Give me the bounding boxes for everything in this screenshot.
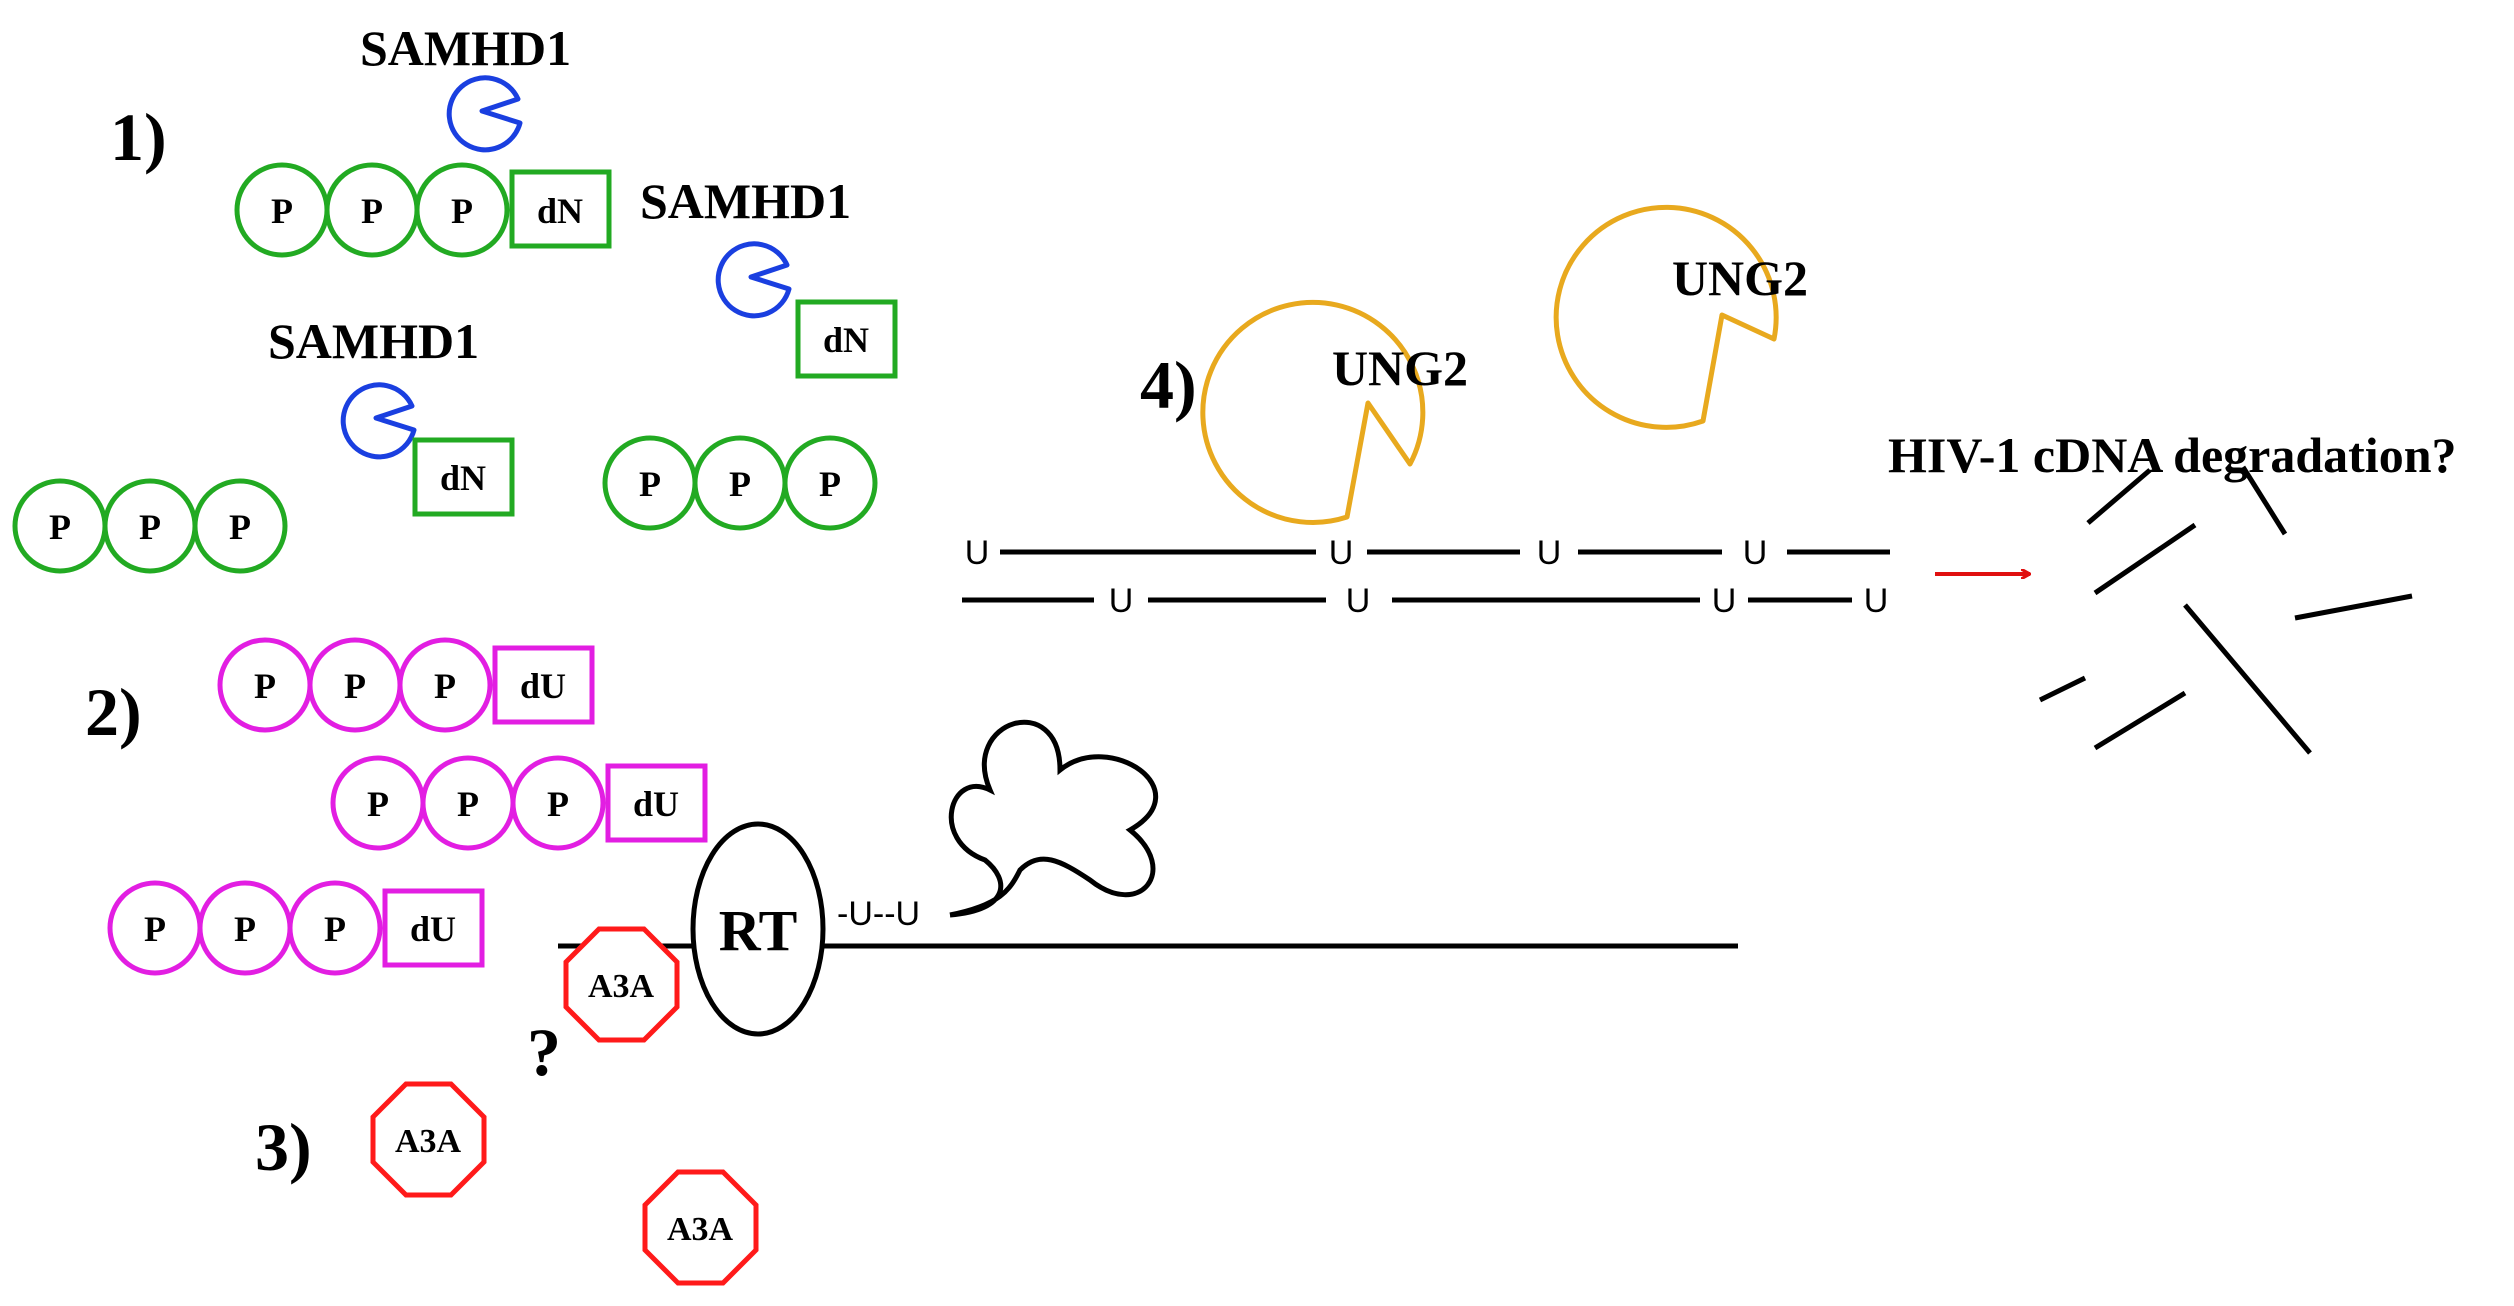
a3a-octagon (370, 1081, 487, 1198)
du-label: dU (410, 909, 456, 949)
dna-fragment (2240, 465, 2288, 536)
reverse-transcriptase: RT (690, 821, 826, 1037)
dutp-molecule: P P P dU (217, 637, 595, 733)
dutp-molecule: P P P dU (107, 880, 485, 976)
step-2-label: 2) (85, 674, 142, 750)
ung2-enzyme: UNG2 (1553, 204, 1808, 430)
dn-label: dN (440, 458, 486, 498)
deoxyuridine-box (492, 645, 595, 725)
a3a-enzyme: A3A (370, 1081, 487, 1198)
phosphate-label: P (729, 464, 751, 504)
phosphate-label: P (139, 507, 161, 547)
samhd1-group-top: SAMHD1 (360, 20, 571, 153)
samhd1-label: SAMHD1 (268, 313, 479, 369)
samhd1-enzyme-icon (715, 241, 792, 319)
phosphate-label: P (434, 666, 456, 706)
a3a-label: A3A (395, 1123, 462, 1160)
ung2-pacman-icon (1200, 299, 1426, 525)
phosphate-label: P (344, 666, 366, 706)
phosphate-label: P (49, 507, 71, 547)
degradation-label: HIV-1 cDNA degradation? (1888, 427, 2457, 483)
dna-fragment (2038, 675, 2087, 703)
ung2-label: UNG2 (1672, 250, 1808, 306)
phosphate-label: P (361, 191, 383, 231)
step-3-label: 3) (255, 1109, 312, 1185)
ung2-pacman-icon (1553, 204, 1779, 430)
phosphate-label: P (819, 464, 841, 504)
a3a-octagon (642, 1169, 759, 1286)
samhd1-label: SAMHD1 (360, 20, 571, 76)
dn-label: dN (823, 320, 869, 360)
dna-fragment (2294, 593, 2413, 621)
uracil-label: U (1864, 582, 1889, 620)
phosphate-label: P (234, 909, 256, 949)
nucleoside-box (509, 169, 612, 249)
uracil-label: U (1537, 534, 1562, 572)
phosphate-label: P (324, 909, 346, 949)
samhd1-enzyme-icon (340, 382, 417, 460)
a3a-octagon (563, 926, 680, 1043)
samhd1-label: SAMHD1 (640, 173, 851, 229)
dna-fragment (2093, 522, 2197, 596)
phosphate-label: P (254, 666, 276, 706)
ung2-enzyme: UNG2 (1200, 299, 1468, 525)
dna-fragment (2183, 603, 2312, 755)
dutp-molecule: P P P dU (330, 755, 708, 851)
uracil-label: U (1329, 534, 1354, 572)
rt-label: RT (719, 898, 798, 963)
phosphate-label: P (271, 191, 293, 231)
nascent-dna-loop (948, 719, 1159, 918)
deoxyuridine-box (382, 888, 485, 968)
phosphate-label: P (144, 909, 166, 949)
phosphate-label: P (451, 191, 473, 231)
triphosphate-left: P P P (12, 478, 288, 574)
uracil-label: U (1109, 582, 1134, 620)
du-label: dU (633, 784, 679, 824)
uracil-label: U (1712, 582, 1737, 620)
step-1-label: 1) (110, 99, 167, 175)
deoxyuridine-box (605, 763, 708, 843)
samhd1-enzyme-icon (446, 75, 523, 153)
samhd1-group-right: SAMHD1 dN (640, 173, 898, 379)
phosphate-circle (192, 478, 288, 574)
phosphate-circle (510, 755, 606, 851)
nascent-dna-label: -U--U (837, 895, 920, 933)
uracil-label: U (965, 534, 990, 572)
dna-top-strand: U U U U (965, 534, 1890, 572)
dna-fragment (2086, 468, 2152, 525)
phosphate-circle (414, 162, 510, 258)
uracil-label: U (1346, 582, 1371, 620)
phosphate-circle (287, 880, 383, 976)
dn-label: dN (537, 191, 583, 231)
phosphate-label: P (639, 464, 661, 504)
uracil-label: U (1743, 534, 1768, 572)
step-4-label: 4) (1140, 347, 1197, 423)
a3a-enzyme: A3A (642, 1169, 759, 1286)
nucleoside-box (412, 437, 515, 517)
samhd1-group-middle: SAMHD1 dN (268, 313, 515, 517)
dntp-molecule: P P P dN (234, 162, 612, 258)
a3a-label: A3A (588, 968, 655, 1005)
du-label: dU (520, 666, 566, 706)
phosphate-label: P (547, 784, 569, 824)
phosphate-label: P (229, 507, 251, 547)
triphosphate-right: P P P (602, 435, 878, 531)
nucleoside-box (795, 299, 898, 379)
phosphate-label: P (457, 784, 479, 824)
dna-fragments (2038, 465, 2413, 755)
phosphate-circle (397, 637, 493, 733)
question-mark: ? (527, 1014, 561, 1090)
dna-fragment (2093, 690, 2187, 751)
ung2-label: UNG2 (1332, 340, 1468, 396)
a3a-label: A3A (667, 1211, 734, 1248)
a3a-enzyme: A3A (563, 926, 680, 1043)
phosphate-label: P (367, 784, 389, 824)
rt-ellipse (690, 821, 826, 1037)
phosphate-circle (782, 435, 878, 531)
dna-bottom-strand: U U U U (962, 582, 1888, 620)
